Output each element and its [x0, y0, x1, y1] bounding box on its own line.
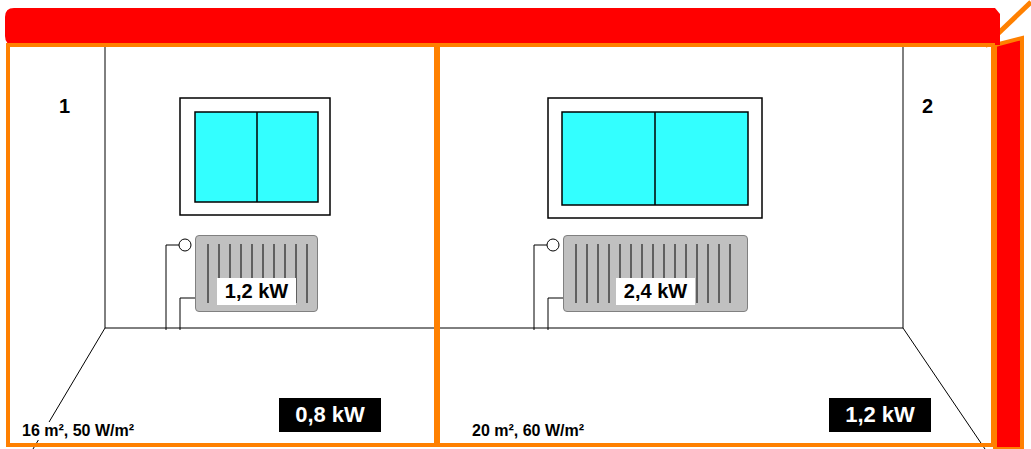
heat-load-box: 0,8 kW [279, 398, 381, 432]
radiator-fin [697, 244, 698, 303]
window-glass [562, 112, 748, 205]
radiator-box: 2,4 kW [563, 235, 748, 312]
outer-wall [995, 38, 1022, 449]
room-area-demand: 16 m², 50 W/m² [20, 422, 136, 440]
room-number: 1 [59, 95, 70, 118]
window-glass [195, 112, 318, 202]
radiator-fin [598, 244, 599, 303]
radiator-fin [307, 244, 308, 303]
room-corner-line [105, 45, 106, 328]
return-pipe [180, 298, 195, 330]
supply-pipe [534, 245, 547, 330]
room-box: 2 20 m², 60 W/m² 2,4 kW 1,2 kW [436, 43, 995, 447]
supply-pipe [166, 245, 179, 330]
radiator-fin [708, 244, 709, 303]
return-pipe [548, 298, 563, 330]
window-frame [548, 98, 762, 218]
room-box: 1 16 m², 50 W/m² 1,2 kW 0,8 kW [6, 43, 438, 447]
radiator-power: 2,4 kW [616, 278, 695, 305]
radiator-fin [587, 244, 588, 303]
radiator-box: 1,2 kW [195, 235, 318, 312]
radiator-fin [576, 244, 577, 303]
radiator-power: 1,2 kW [217, 278, 296, 305]
heat-load-value: 1,2 kW [845, 402, 915, 427]
window-mullion [654, 112, 656, 205]
valve-symbol [547, 239, 559, 251]
floor-line [105, 328, 903, 329]
room-corner-line [903, 45, 904, 328]
room-number: 2 [922, 95, 933, 118]
radiator-fin [208, 244, 209, 303]
window-frame [180, 98, 330, 215]
radiator-fin [730, 244, 731, 303]
ceiling-slab [5, 8, 1000, 45]
heat-load-value: 0,8 kW [295, 402, 365, 427]
window-mullion [256, 112, 258, 202]
heat-load-box: 1,2 kW [829, 398, 931, 432]
radiator-fin [609, 244, 610, 303]
room-area-demand: 20 m², 60 W/m² [470, 422, 586, 440]
valve-symbol [179, 239, 191, 251]
radiator-fin [719, 244, 720, 303]
